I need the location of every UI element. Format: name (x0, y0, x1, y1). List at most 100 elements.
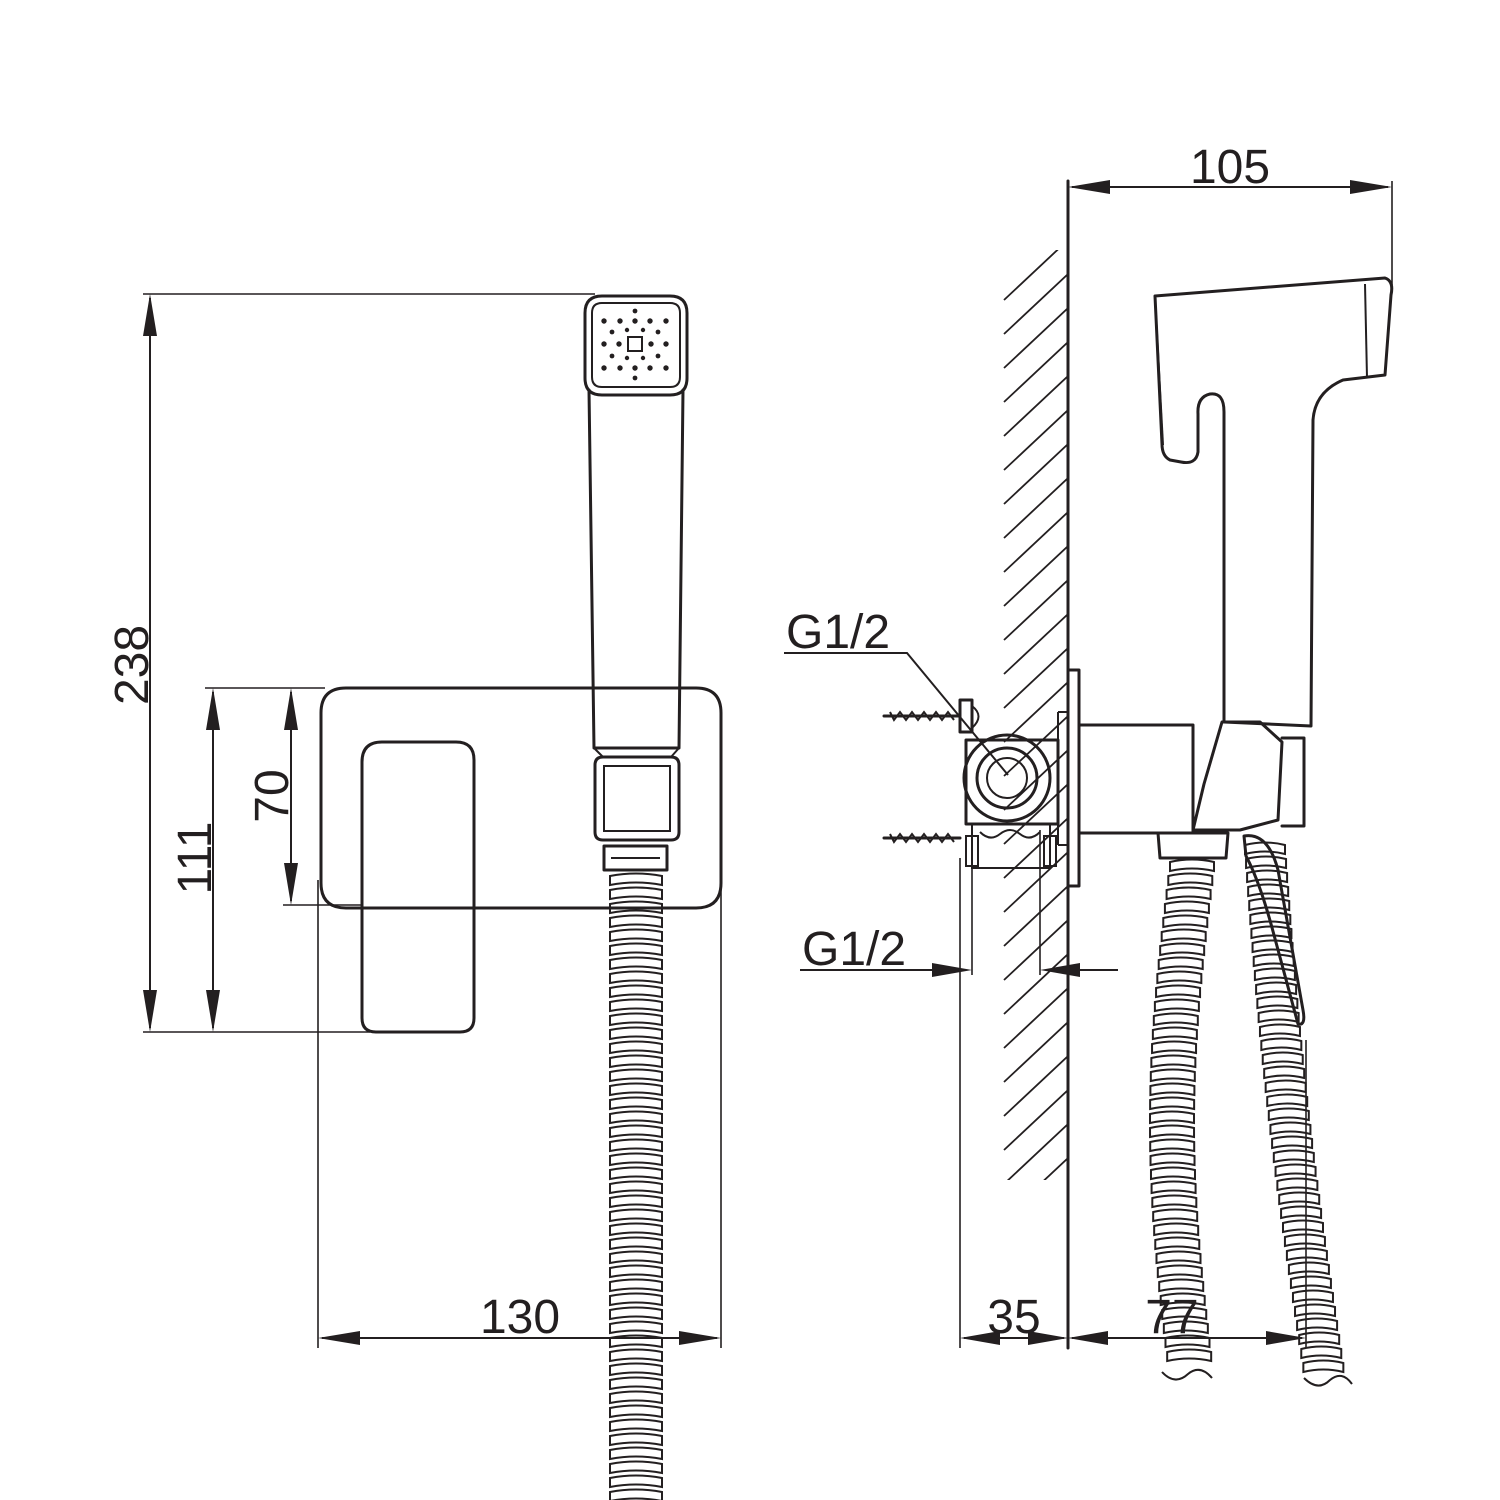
hose-ring (1287, 1261, 1330, 1276)
wall-holder-inner (603, 765, 671, 832)
hose-ring (609, 1138, 663, 1153)
hose-ring (1245, 855, 1288, 870)
hose-ring (1264, 1079, 1307, 1094)
dim-depth-in-wall: 35 (987, 1291, 1040, 1344)
front-dimension-lines (149, 298, 717, 1339)
hatch-line (1004, 1192, 1068, 1252)
hatch-line (1003, 579, 1068, 641)
hose-ring (609, 998, 663, 1013)
hatch-line (1003, 987, 1068, 1049)
hose-ring (1260, 1037, 1303, 1052)
hose-ring (1276, 1177, 1319, 1192)
hose-ring (609, 942, 663, 957)
diverter-valve (1191, 720, 1284, 832)
hose-ring (609, 1320, 663, 1335)
hose-end (1161, 1368, 1213, 1381)
hose-ring (609, 1250, 663, 1265)
hose-ring (609, 1040, 663, 1055)
hose-ring (609, 1026, 663, 1041)
hose-ring (609, 1306, 663, 1321)
hose-ring (1248, 897, 1291, 912)
label-thread-top: G1/2 (786, 606, 890, 659)
hose-ring (1159, 1292, 1206, 1307)
hand-shower-handle (587, 388, 685, 750)
hose-ring (609, 1166, 663, 1181)
hose-ring (1162, 914, 1209, 929)
hose-ring (1289, 1275, 1332, 1290)
hatch-line (1003, 273, 1068, 335)
hose-ring (609, 1012, 663, 1027)
hose-ring (1258, 1023, 1301, 1038)
hose-ring (1169, 858, 1215, 873)
hose-ring (609, 1082, 663, 1097)
side-dimension-arrows (960, 180, 1392, 1345)
flexible-hose-side-left (1149, 858, 1215, 1381)
dim-height-plate: 111 (169, 822, 222, 895)
hose-ring (1149, 1068, 1196, 1083)
dim-height-overall: 238 (106, 625, 159, 705)
hose-ring (1283, 1233, 1326, 1248)
hose-ring (1149, 1166, 1196, 1181)
side-view: 105 G1/2 G1/2 35 77 (784, 141, 1394, 1387)
hose-ring (1252, 953, 1295, 968)
hose-ring (1244, 841, 1286, 856)
hatch-line (1003, 477, 1068, 539)
hose-ring (1271, 1135, 1314, 1150)
hose-ring (609, 1096, 663, 1111)
hose-ring (1280, 1205, 1323, 1220)
flexible-hose-front (609, 872, 663, 1500)
hose-ring (1151, 1026, 1198, 1041)
hose-ring (1302, 1359, 1345, 1374)
hose-ring (1257, 1009, 1300, 1024)
hose-ring (609, 1404, 663, 1419)
hatch-line (1003, 919, 1068, 981)
hose-ring (1263, 1065, 1306, 1080)
label-thread-bottom: G1/2 (802, 923, 906, 976)
hatch-line (1003, 851, 1068, 913)
hose-ring (609, 1292, 663, 1307)
flexible-hose-side-right (1244, 841, 1353, 1387)
hose-ring (609, 1236, 663, 1251)
hose-end (1303, 1374, 1353, 1387)
hose-ring (609, 1488, 663, 1500)
hose-ring (609, 1446, 663, 1461)
hatch-line (1003, 443, 1068, 505)
hose-ring (609, 1376, 663, 1391)
hose-ring (1267, 1107, 1310, 1122)
hose-nut (602, 844, 669, 872)
hose-ring (1247, 883, 1290, 898)
dim-projection-overall: 105 (1190, 141, 1270, 194)
hatch-line (1043, 1157, 1068, 1180)
hose-ring (1154, 1236, 1201, 1251)
hose-ring (609, 900, 663, 915)
bidet-spray-head (1153, 276, 1394, 728)
hose-ring (609, 1124, 663, 1139)
hatch-line (1003, 613, 1068, 675)
hose-ring (1285, 1247, 1328, 1262)
hose-ring (609, 1194, 663, 1209)
hose-ring (609, 1474, 663, 1489)
cover-plate-profile (1066, 668, 1081, 888)
hose-ring (1159, 942, 1206, 957)
hose-ring (1274, 1163, 1317, 1178)
mounting-plate (319, 686, 723, 910)
hose-ring (1158, 1278, 1205, 1293)
hose-ring (1300, 1345, 1343, 1360)
hose-ring (609, 1432, 663, 1447)
hose-ring (1294, 1303, 1337, 1318)
dim-projection-from-wall: 77 (1145, 1291, 1198, 1344)
hatch-line (1003, 511, 1068, 573)
hatch-line (1003, 341, 1068, 403)
hose-ring (1255, 981, 1298, 996)
hand-shower-head (583, 294, 689, 397)
hose-ring (1163, 900, 1210, 915)
hose-ring (1249, 911, 1292, 926)
hose-ring (609, 1390, 663, 1405)
hose-ring (1298, 1331, 1341, 1346)
hose-ring (1162, 1320, 1209, 1335)
spray-face-inner (591, 302, 681, 388)
hatch-line (1006, 1123, 1068, 1180)
hose-ring (1291, 1289, 1334, 1304)
hose-ring (1261, 1051, 1304, 1066)
hose-ring (1149, 1096, 1196, 1111)
